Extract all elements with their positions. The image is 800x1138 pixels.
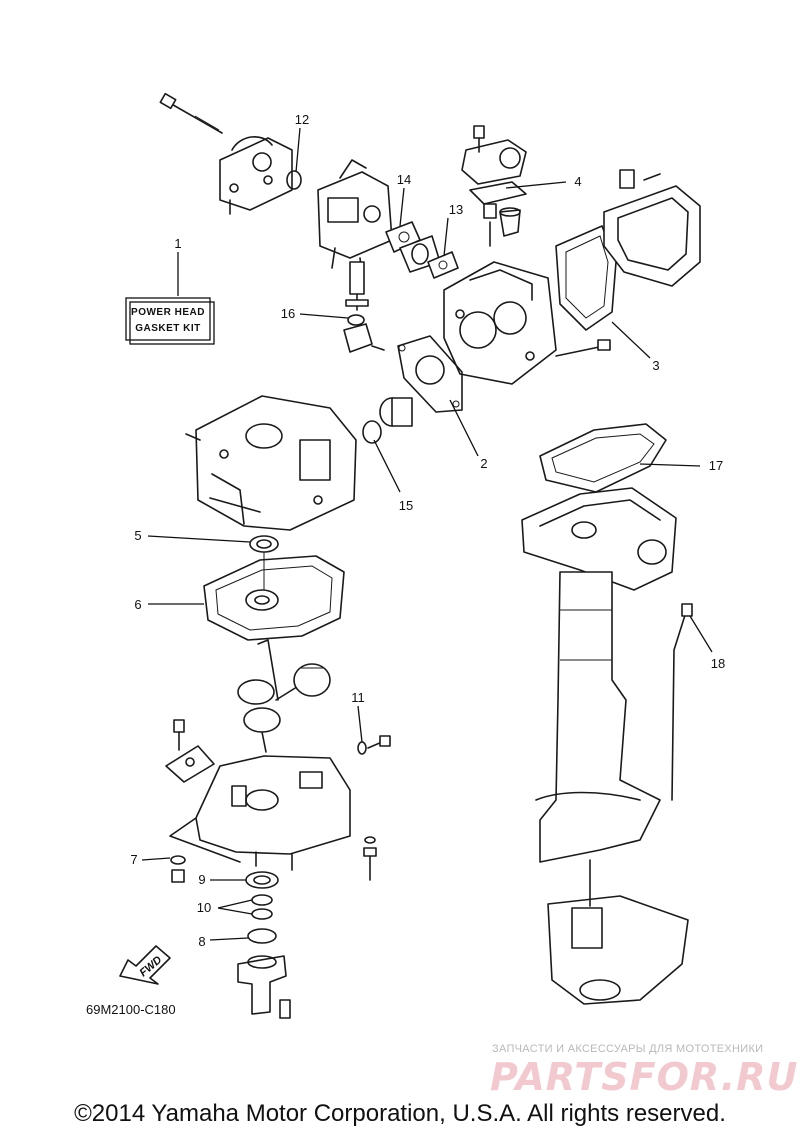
o-ring-16 xyxy=(347,314,365,326)
bracket-cover xyxy=(219,136,293,215)
kit-label-line1: POWER HEAD xyxy=(131,307,205,318)
thermostat-gasket xyxy=(469,181,527,205)
head-cover-gasket xyxy=(555,225,617,331)
thermostat-cover xyxy=(461,125,527,185)
carburetor xyxy=(317,159,393,277)
callout-2: 2 xyxy=(480,456,487,471)
piston-rod xyxy=(275,663,331,701)
callout-9: 9 xyxy=(198,872,205,887)
housing-sleeve xyxy=(237,955,291,1019)
right-bolt xyxy=(363,836,377,881)
callout-7: 7 xyxy=(130,852,137,867)
oil-seal-5 xyxy=(249,535,279,553)
watermark-logo: PARTSFOR.RU xyxy=(490,1055,799,1099)
callout-4: 4 xyxy=(574,174,581,189)
callout-8: 8 xyxy=(198,934,205,949)
o-ring-8 xyxy=(247,928,277,944)
washer-7 xyxy=(170,855,186,883)
long-bolt xyxy=(159,92,223,134)
small-elbow xyxy=(343,323,385,353)
drive-shaft-housing xyxy=(535,571,661,863)
crankcase-gasket xyxy=(203,555,345,641)
callout-6: 6 xyxy=(134,597,141,612)
head-cover xyxy=(603,169,701,287)
callout-17: 17 xyxy=(709,458,723,473)
cylinder-block xyxy=(185,395,357,531)
small-bracket xyxy=(165,719,215,783)
bolt-11 xyxy=(367,735,391,749)
gasket-kit-box: POWER HEAD GASKET KIT xyxy=(125,297,215,345)
callout-18: 18 xyxy=(711,656,725,671)
bearings-10 xyxy=(251,894,273,920)
small-collar xyxy=(483,203,497,247)
lower-unit xyxy=(547,859,689,1005)
crankshaft xyxy=(237,639,281,753)
bearing xyxy=(245,589,279,611)
thermostat xyxy=(499,207,521,237)
cylinder-gasket xyxy=(397,335,463,413)
cylinder-head xyxy=(443,261,611,385)
oil-plug xyxy=(379,397,413,427)
callout-14: 14 xyxy=(397,172,411,187)
crankcase xyxy=(169,755,351,871)
callout-13: 13 xyxy=(449,202,463,217)
kit-label-line2: GASKET KIT xyxy=(135,323,201,334)
upper-casing xyxy=(521,487,677,591)
cooling-pipe xyxy=(671,603,693,801)
copyright-notice: ©2014 Yamaha Motor Corporation, U.S.A. A… xyxy=(74,1100,726,1127)
watermark-tagline: ЗАПЧАСТИ И АКСЕССУАРЫ ДЛЯ МОТОТЕХНИКИ xyxy=(492,1043,764,1055)
callout-15: 15 xyxy=(399,498,413,513)
fuel-fitting xyxy=(345,261,369,311)
diagram-code: 69M2100-C180 xyxy=(86,1002,176,1017)
o-ring-12 xyxy=(286,170,302,190)
washer-11 xyxy=(357,741,367,755)
callout-3: 3 xyxy=(652,358,659,373)
callout-1: 1 xyxy=(174,236,181,251)
upper-casing-gasket xyxy=(539,423,667,493)
callout-11: 11 xyxy=(351,690,365,705)
oil-seal-9 xyxy=(245,871,279,889)
callout-numbers: 1 2 3 4 5 6 7 8 9 10 11 12 13 14 15 16 1… xyxy=(130,112,725,949)
fwd-arrow: FWD xyxy=(119,945,171,985)
callout-16: 16 xyxy=(281,306,295,321)
o-ring-15 xyxy=(362,420,382,444)
callout-5: 5 xyxy=(134,528,141,543)
leader-lines xyxy=(141,127,713,941)
callout-10: 10 xyxy=(197,900,211,915)
callout-12: 12 xyxy=(295,112,309,127)
